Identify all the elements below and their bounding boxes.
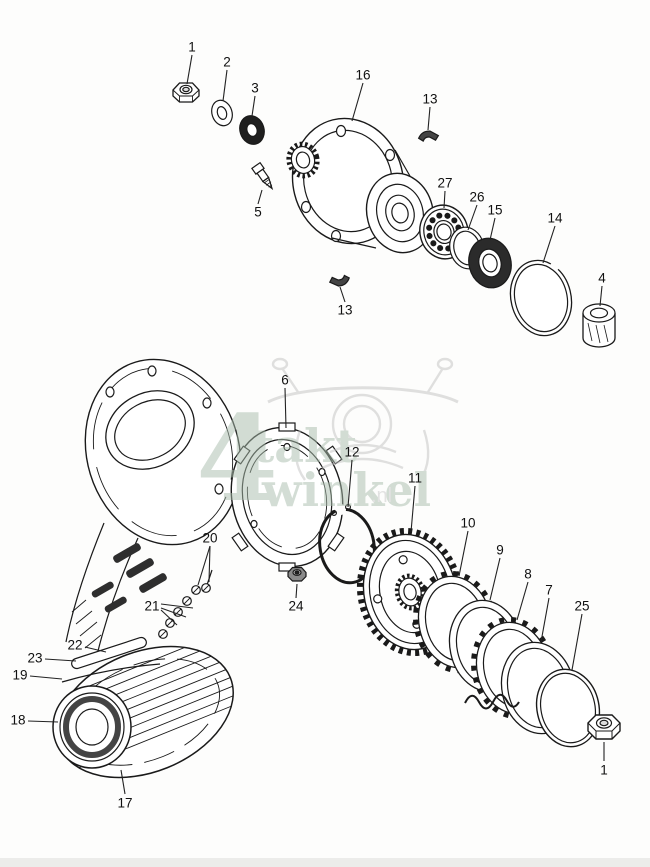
plate-hole: [283, 442, 291, 452]
leader-line: [160, 609, 178, 626]
part-17-crankcase-cover: [39, 569, 244, 779]
panel-rim-hole: [202, 397, 212, 409]
leader-line: [458, 530, 469, 577]
wave-spring: [464, 693, 520, 710]
part-5-bolt: [251, 161, 274, 191]
part-12-circlip: [318, 504, 376, 585]
watermark-word-2: winkel: [261, 463, 431, 517]
hub-spline-gear: [286, 141, 320, 179]
plate-tab: [233, 445, 251, 465]
watermark: 4 takt winkel .nl: [196, 357, 459, 528]
leader-line: [44, 658, 77, 662]
plate-tab: [327, 532, 345, 552]
plate-hole: [318, 467, 326, 477]
part-18-cover-bore: [52, 685, 132, 769]
leader-line: [208, 545, 211, 583]
part-22-gasket-strip: [71, 636, 147, 670]
leader-line: [251, 95, 256, 117]
panel-rim-hole: [214, 483, 224, 495]
plate-tab: [278, 422, 296, 432]
leader-line: [467, 204, 478, 231]
leader-line: [443, 190, 446, 209]
leader-line: [197, 545, 211, 586]
watermark-word-1: takt: [253, 419, 358, 473]
part-2-washer: [211, 99, 233, 127]
plate-tab: [231, 532, 249, 552]
hub-bolt-hole: [384, 148, 396, 162]
basket-rivet: [398, 555, 408, 565]
ring-gap: [550, 259, 562, 271]
part-25-spring-ring: [535, 668, 601, 748]
leader-line: [427, 106, 431, 131]
basket-rivet: [373, 594, 383, 604]
cover-screws: [158, 569, 213, 639]
panel-arm-edge: [65, 522, 105, 643]
leader-line: [284, 387, 287, 429]
part-16-hub-assembly: [286, 117, 435, 254]
panel-arm-hatching: [71, 599, 102, 649]
page-bottom-edge: [0, 858, 650, 867]
leader-line: [489, 217, 496, 241]
part-24-small-nut: [287, 566, 307, 582]
hub-bolt-hole: [300, 200, 312, 214]
brake-panel: [65, 358, 242, 656]
leader-line: [351, 82, 364, 122]
part-13-clip-top: [417, 130, 440, 142]
panel-rim-hole: [147, 365, 157, 377]
leader-line: [295, 583, 298, 599]
hub-bolt-hole: [335, 124, 347, 138]
part-13-clip-lower: [328, 274, 350, 287]
part-14-retaining-ring: [509, 259, 573, 337]
leader-line: [84, 646, 107, 653]
leader-line: [347, 459, 353, 508]
leader-line: [186, 54, 193, 85]
panel-rim-hole: [105, 386, 115, 398]
watermark-tld: .nl: [371, 485, 392, 507]
leader-line: [599, 285, 603, 307]
leader-line: [222, 69, 228, 102]
leader-line: [27, 720, 59, 723]
leader-line: [540, 597, 550, 643]
plate-hole: [250, 519, 258, 529]
leader-line: [29, 675, 63, 680]
leader-lines-layer: [27, 54, 605, 795]
part-3-seal: [239, 115, 265, 145]
leader-line: [516, 581, 529, 621]
leader-line: [257, 189, 263, 205]
hub-barrel: [365, 172, 435, 254]
part-1-hex-nut-top: [172, 82, 200, 103]
leader-line: [571, 613, 583, 671]
part-15-collar: [468, 237, 512, 289]
leader-line: [410, 485, 416, 533]
part-1-hex-nut-bottom: [587, 714, 621, 740]
watermark-digit: 4: [196, 389, 278, 528]
leader-line: [160, 603, 194, 609]
leader-line: [339, 286, 346, 303]
panel-vent-slots: [91, 543, 167, 613]
part-4-bushing: [582, 303, 616, 348]
parts-layer: [39, 82, 621, 779]
part-6-pressure-plate: [230, 422, 345, 572]
part-19-gasket-edge: [61, 663, 161, 683]
leader-line: [120, 769, 126, 795]
leader-line: [489, 557, 501, 601]
leader-line: [542, 225, 556, 264]
leader-line: [160, 607, 187, 618]
